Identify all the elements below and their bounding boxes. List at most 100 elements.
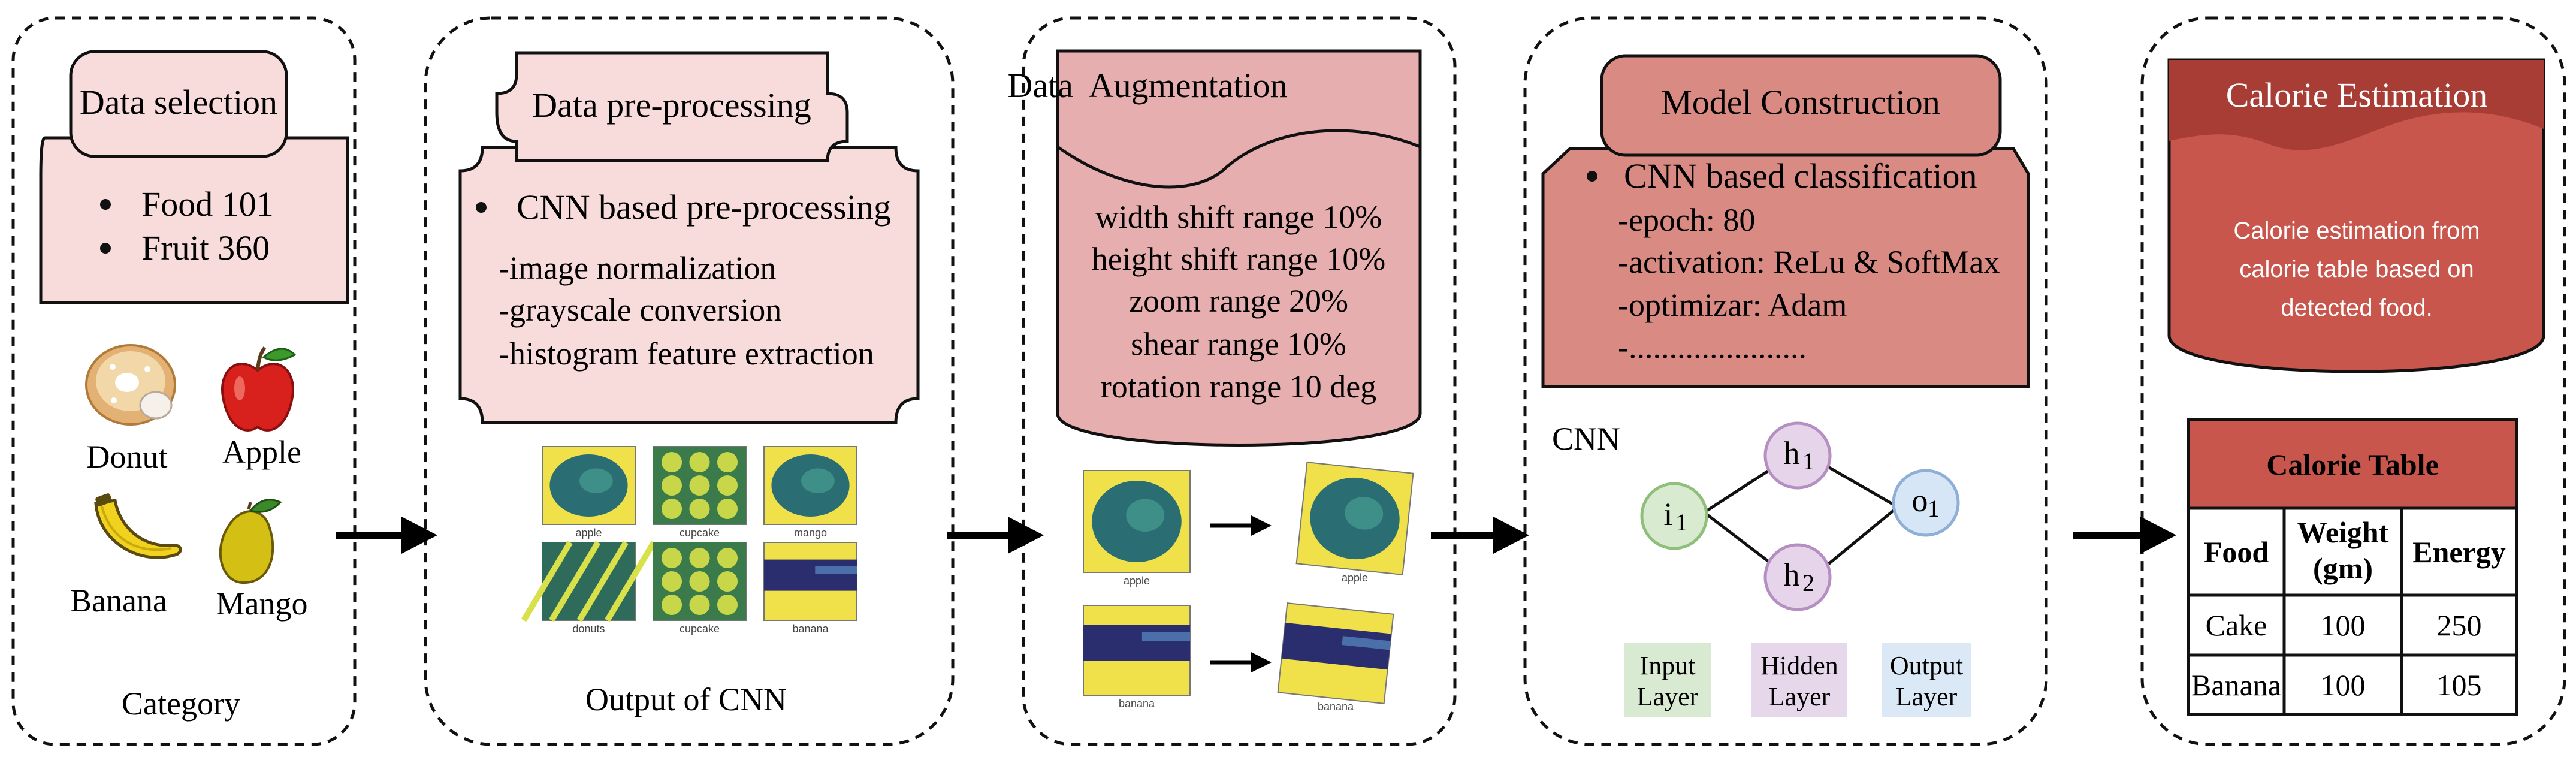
calorie-table-title: Calorie Table bbox=[2266, 448, 2439, 481]
table-header-weight: Weight bbox=[2297, 515, 2389, 549]
preprocessing-text-box bbox=[458, 146, 920, 424]
hidden-layer-line2: Layer bbox=[1769, 682, 1831, 711]
model-construction-section: Model Construction CNN based classificat… bbox=[1541, 54, 2030, 717]
input-node bbox=[1640, 482, 1708, 550]
sample-image bbox=[1295, 462, 1414, 575]
model-param: -epoch: 80 bbox=[1618, 202, 1755, 238]
sample-caption: apple bbox=[575, 527, 602, 539]
augmentation-item: zoom range 20% bbox=[1129, 283, 1348, 319]
panel-preprocessing bbox=[424, 16, 955, 746]
model-bullet: CNN based classification bbox=[1624, 156, 1977, 195]
table-cell-food: Banana bbox=[2191, 668, 2281, 702]
category-label: Category bbox=[122, 686, 240, 722]
preprocessing-step: -histogram feature extraction bbox=[499, 336, 874, 372]
output-layer-line1: Output bbox=[1890, 651, 1963, 680]
input-layer-line1: Input bbox=[1640, 651, 1696, 680]
arrow-3 bbox=[1431, 517, 1529, 554]
preprocessing-title: Data pre-processing bbox=[532, 86, 811, 125]
sample-caption: banana bbox=[1119, 698, 1155, 710]
augmentation-item: rotation range 10 deg bbox=[1101, 369, 1376, 405]
sample-image bbox=[542, 446, 636, 525]
donut-icon bbox=[85, 344, 176, 426]
table-cell-weight: 100 bbox=[2321, 668, 2366, 702]
sample-caption: apple bbox=[1342, 572, 1368, 584]
sample-image bbox=[763, 542, 857, 621]
calorie-desc-line: detected food. bbox=[2281, 295, 2433, 321]
sample-image bbox=[653, 542, 747, 621]
calorie-desc-line: calorie table based on bbox=[2239, 256, 2474, 282]
fruit-label-donut: Donut bbox=[87, 439, 168, 475]
table-cell-food: Cake bbox=[2206, 608, 2267, 642]
model-params-box bbox=[1541, 147, 2030, 388]
augmentation-arrows bbox=[1210, 515, 1272, 672]
augmentation-item: shear range 10% bbox=[1131, 326, 1346, 362]
network-nodes: i 1 h 1 h 2 o 1 bbox=[1640, 421, 1960, 611]
augmentation-samples: apple apple banana banana bbox=[1083, 462, 1414, 713]
augmentation-wave bbox=[1056, 129, 1421, 189]
sample-caption: banana bbox=[1318, 701, 1354, 713]
sample-caption: apple bbox=[1124, 575, 1150, 587]
sample-image bbox=[1083, 605, 1191, 696]
model-param: -...................... bbox=[1618, 329, 1807, 365]
panel-data-selection bbox=[11, 16, 357, 746]
fruit-label-mango: Mango bbox=[216, 586, 308, 622]
calorie-title: Calorie Estimation bbox=[2226, 76, 2488, 114]
augmentation-title: Data Augmentation bbox=[1007, 66, 1287, 105]
calorie-table-border bbox=[2187, 418, 2518, 716]
table-header-energy: Energy bbox=[2412, 535, 2506, 569]
data-selection-title-box bbox=[69, 50, 288, 158]
model-param: -optimizar: Adam bbox=[1618, 287, 1847, 323]
input-layer-line2: Layer bbox=[1637, 682, 1699, 711]
hidden-node-1-sub: 1 bbox=[1802, 448, 1814, 475]
data-selection-section: Data selection Food 101 Fruit 360 Donut … bbox=[39, 50, 349, 722]
preprocessing-title-box bbox=[495, 51, 849, 162]
preprocessing-bullet: CNN based pre-processing bbox=[517, 188, 891, 227]
preprocessing-section: Data pre-processing CNN based pre-proces… bbox=[458, 51, 920, 717]
sample-caption: mango bbox=[794, 527, 827, 539]
fruit-label-apple: Apple bbox=[222, 434, 301, 470]
bullet-dot bbox=[1587, 171, 1597, 182]
hidden-node-2-label: h bbox=[1784, 557, 1800, 593]
model-param: -activation: ReLu & SoftMax bbox=[1618, 244, 2000, 280]
arrow-2 bbox=[947, 517, 1044, 554]
augmentation-item: width shift range 10% bbox=[1095, 199, 1382, 235]
hidden-node-2-sub: 2 bbox=[1802, 569, 1814, 596]
table-header-weight-unit: (gm) bbox=[2313, 551, 2373, 585]
arrow-1 bbox=[336, 517, 437, 554]
sample-image bbox=[1083, 470, 1191, 573]
mango-icon bbox=[219, 499, 282, 584]
dataset-food101: Food 101 bbox=[141, 185, 274, 224]
hidden-layer-tag bbox=[1751, 643, 1847, 717]
input-node-sub: 1 bbox=[1675, 509, 1687, 536]
model-title: Model Construction bbox=[1661, 83, 1940, 122]
augmentation-section: Data Augmentation width shift range 10% … bbox=[1007, 49, 1422, 713]
calorie-desc-line: Calorie estimation from bbox=[2233, 218, 2480, 244]
bullet-dot bbox=[100, 199, 111, 210]
panel-augmentation bbox=[1022, 16, 1457, 746]
table-header-food: Food bbox=[2204, 535, 2269, 569]
calorie-title-banner bbox=[2169, 60, 2544, 150]
panel-calorie-estimation bbox=[2140, 16, 2566, 746]
flow-arrows bbox=[336, 517, 2176, 554]
bullet-dot bbox=[100, 243, 111, 254]
output-node bbox=[1892, 469, 1960, 537]
sample-caption: cupcake bbox=[680, 527, 720, 539]
panel-model-construction bbox=[1523, 16, 2048, 746]
input-layer-tag bbox=[1624, 643, 1711, 717]
output-of-cnn-label: Output of CNN bbox=[585, 681, 787, 717]
table-cell-energy: 250 bbox=[2437, 608, 2482, 642]
calorie-table-header bbox=[2188, 420, 2517, 508]
output-node-label: o bbox=[1912, 482, 1928, 518]
sample-caption: banana bbox=[792, 623, 829, 635]
model-title-box bbox=[1600, 54, 2002, 157]
preprocessing-step: -image normalization bbox=[499, 250, 776, 286]
preprocessing-step: -grayscale conversion bbox=[499, 292, 781, 328]
table-cell-weight: 100 bbox=[2321, 608, 2366, 642]
data-selection-bullet-box bbox=[39, 136, 349, 304]
output-node-sub: 1 bbox=[1928, 495, 1940, 522]
calorie-estimation-section: Calorie Estimation Calorie estimation fr… bbox=[2167, 58, 2545, 716]
arrow-4 bbox=[2073, 517, 2176, 554]
dataset-fruit360: Fruit 360 bbox=[141, 228, 270, 267]
